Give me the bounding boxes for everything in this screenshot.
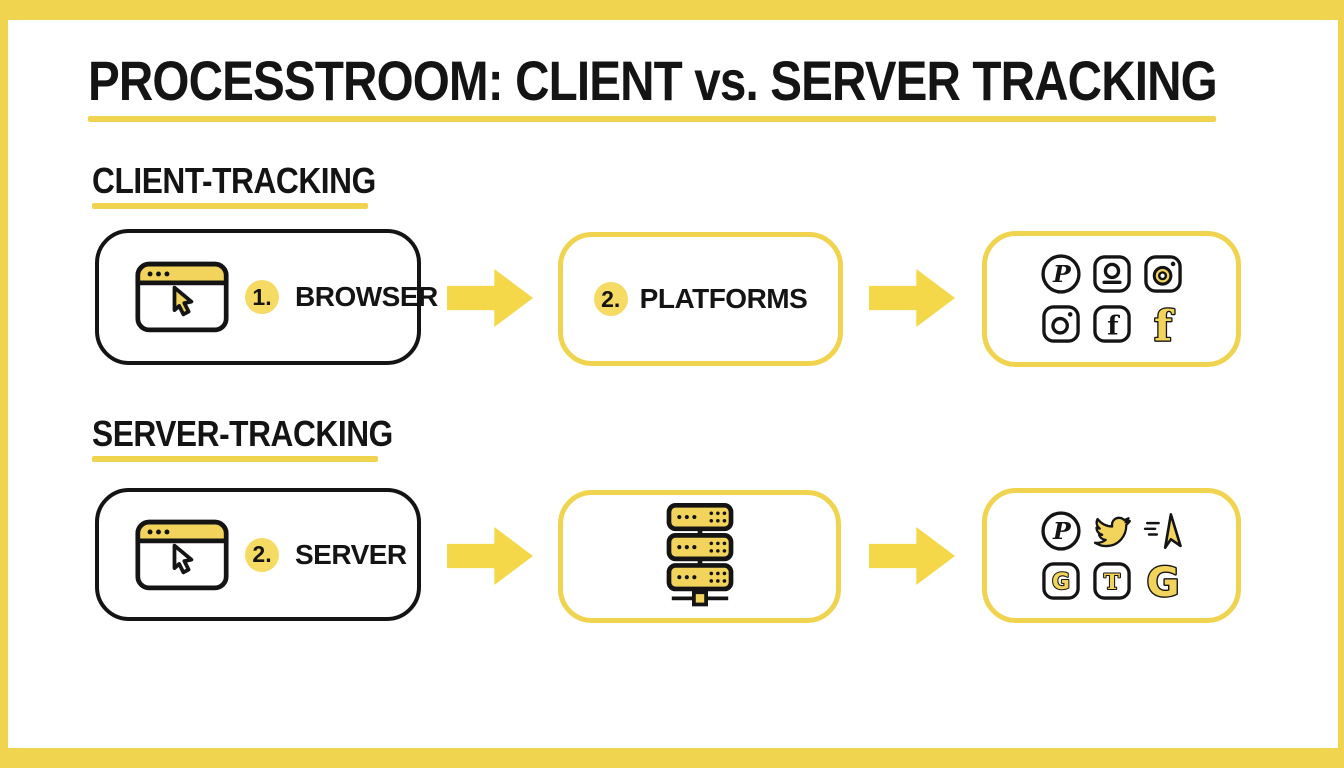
browser-window-icon xyxy=(135,519,229,590)
client-platform-icon-grid: P f f xyxy=(1040,253,1184,345)
pinterest-icon: P xyxy=(1040,254,1081,294)
section-label-client-tracking: CLIENT-TRACKING xyxy=(92,160,376,201)
frame-border-left xyxy=(0,0,8,768)
frame-border-top xyxy=(0,0,1344,20)
pinterest-icon: P xyxy=(1040,510,1081,551)
letter-t-square-icon: T xyxy=(1092,561,1131,600)
flow-arrow xyxy=(869,269,955,327)
svg-text:P: P xyxy=(1051,516,1071,544)
server-tracking-underline xyxy=(92,456,378,462)
svg-text:f: f xyxy=(1153,303,1174,345)
client-platforms-box: 2. PLATFORMS xyxy=(558,232,843,366)
flow-arrow xyxy=(869,527,955,585)
instagram-filled-icon xyxy=(1143,255,1182,293)
frame-border-bottom xyxy=(0,748,1344,768)
svg-text:f: f xyxy=(1107,311,1120,342)
facebook-f-icon: f xyxy=(1152,303,1176,345)
flow-arrow xyxy=(447,527,533,585)
flow-arrow xyxy=(447,269,533,327)
server-rack-icon xyxy=(666,502,733,606)
step-label-platforms: PLATFORMS xyxy=(639,283,808,314)
step-badge: 2. xyxy=(593,282,628,316)
svg-text:T: T xyxy=(1103,568,1120,594)
step-badge: 1. xyxy=(245,280,279,314)
client-tracking-underline xyxy=(92,203,368,209)
server-source-box: 2. SERVER xyxy=(95,488,421,621)
facebook-square-icon: f xyxy=(1092,305,1131,343)
google-g-icon: G xyxy=(1145,560,1181,602)
speed-cursor-icon xyxy=(1143,512,1182,549)
page-title: PROCESSTROOM: CLIENT vs. SERVER TRACKING xyxy=(88,49,1218,112)
camera-icon xyxy=(1092,255,1131,293)
svg-text:G: G xyxy=(1052,569,1070,594)
step-badge: 2. xyxy=(245,537,279,572)
server-platform-icon-grid: P G T G xyxy=(1040,510,1184,602)
browser-window-icon xyxy=(135,261,229,333)
step-label-server: SERVER xyxy=(295,538,407,570)
server-rack-box xyxy=(558,490,841,623)
client-browser-box: 1. BROWSER xyxy=(95,229,438,365)
svg-text:P: P xyxy=(1051,260,1071,288)
frame-border-right xyxy=(1338,0,1344,768)
server-platform-icons-box: P G T G xyxy=(982,488,1241,623)
instagram-icon xyxy=(1041,305,1080,343)
twitter-icon xyxy=(1093,516,1131,547)
svg-text:G: G xyxy=(1146,560,1179,602)
google-g-square-icon: G xyxy=(1041,561,1080,600)
section-label-server-tracking: SERVER-TRACKING xyxy=(92,413,393,454)
step-label-browser: BROWSER xyxy=(295,281,438,312)
client-platform-icons-box: P f f xyxy=(982,231,1241,367)
title-underline xyxy=(88,116,1216,122)
